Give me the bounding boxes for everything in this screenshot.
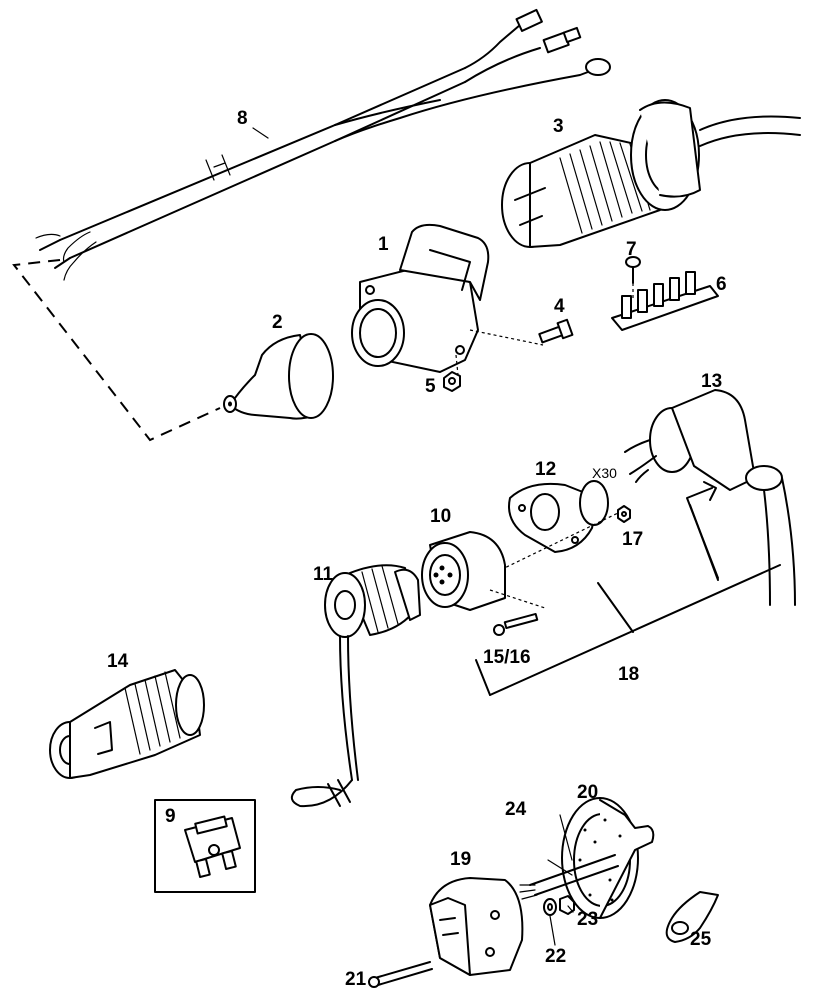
- callout-18: 18: [618, 664, 639, 685]
- callout-12: 12: [535, 459, 556, 480]
- small-screw-part-7: [625, 256, 641, 300]
- annotation-x30: X30: [592, 465, 617, 481]
- callout-19: 19: [450, 849, 471, 870]
- socket-housing-part-1: [351, 223, 544, 376]
- callout-9: 9: [165, 806, 176, 827]
- terminal-strip-part-6: [611, 271, 719, 331]
- fuse-part-9: [154, 799, 256, 893]
- callout-24: 24: [505, 799, 527, 820]
- leader-22: [549, 915, 556, 946]
- callout-20: 20: [577, 782, 598, 803]
- callout-25: 25: [690, 929, 712, 950]
- flange-holder-part-12: [508, 480, 609, 553]
- callout-23: 23: [577, 909, 598, 930]
- callout-6: 6: [716, 274, 727, 295]
- callout-11: 11: [313, 564, 334, 585]
- callout-15-16: 15/16: [483, 647, 531, 668]
- cable-tie-part-25: [665, 891, 719, 943]
- socket-part-10: [421, 531, 546, 611]
- callout-5: 5: [425, 376, 436, 397]
- plug-part-3: [501, 99, 801, 248]
- callout-21: 21: [345, 969, 367, 990]
- cable-harness-part-8: [35, 8, 611, 281]
- callout-13: 13: [701, 371, 722, 392]
- cap-connector-part-11: [290, 564, 421, 808]
- leader-24: [559, 814, 573, 861]
- leader-23: [567, 905, 574, 913]
- rubber-boot-part-2: [223, 333, 334, 420]
- callout-14: 14: [107, 651, 129, 672]
- plug-part-14: [49, 669, 205, 779]
- screw-part-4: [538, 318, 574, 344]
- screw-part-15-16: [493, 612, 539, 636]
- washer-part-22: [543, 898, 557, 916]
- callout-3: 3: [553, 116, 564, 137]
- socket-housing-part-19: [368, 877, 524, 988]
- callout-2: 2: [272, 312, 283, 333]
- callout-17: 17: [622, 529, 643, 550]
- callout-22: 22: [545, 946, 566, 967]
- cable-bundle-part-24: [519, 854, 619, 900]
- nut-part-17: [617, 505, 631, 523]
- callout-8: 8: [237, 108, 248, 129]
- callout-1: 1: [378, 234, 389, 255]
- callout-7: 7: [626, 239, 637, 260]
- angled-connector-part-13: [624, 389, 796, 606]
- nut-part-5: [443, 371, 461, 392]
- callout-10: 10: [430, 506, 451, 527]
- grommet-plate-part-20: [561, 797, 655, 919]
- callout-4: 4: [554, 296, 565, 317]
